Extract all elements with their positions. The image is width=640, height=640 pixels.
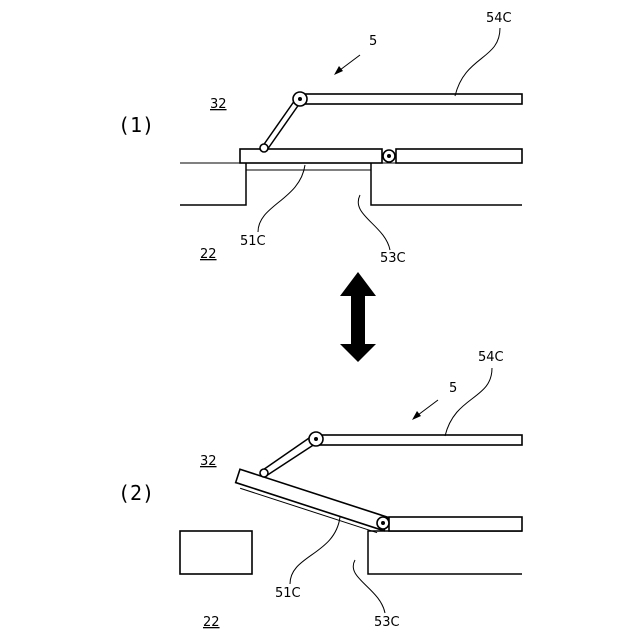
link-lower-joint bbox=[260, 144, 268, 152]
reference-arrow-head bbox=[412, 411, 421, 420]
label-arm: 54C bbox=[486, 11, 512, 26]
label-upper-region: 32 bbox=[200, 454, 217, 469]
label-plate: 51C bbox=[275, 586, 301, 601]
link-bar-a bbox=[260, 100, 295, 150]
plate-51c bbox=[236, 469, 389, 531]
label-base: 53C bbox=[380, 251, 406, 266]
right-ground-block bbox=[371, 163, 522, 205]
arm-54c bbox=[316, 435, 522, 445]
transition-double-arrow bbox=[340, 272, 376, 362]
label-upper-region: 32 bbox=[210, 97, 227, 112]
hinge-pivot-center bbox=[387, 154, 391, 158]
fixed-panel bbox=[396, 149, 522, 163]
arm-54c bbox=[300, 94, 522, 104]
leader-base bbox=[353, 560, 385, 613]
left-ground-block bbox=[180, 163, 246, 205]
link-bar-b bbox=[267, 100, 302, 150]
leader-arm bbox=[455, 28, 500, 96]
arm-pivot-center bbox=[298, 97, 302, 101]
reference-arrow-head bbox=[334, 66, 343, 75]
label-plate: 51C bbox=[240, 234, 266, 249]
link-bar-a bbox=[260, 436, 312, 472]
arm-pivot-center bbox=[314, 437, 318, 441]
label-lower-region: 22 bbox=[203, 615, 220, 630]
right-ground-block bbox=[368, 531, 522, 574]
label-arrow-ref: 5 bbox=[369, 34, 377, 49]
hinge-pivot-center bbox=[381, 521, 385, 525]
panel-number: (2) bbox=[118, 481, 154, 505]
leader-arm bbox=[445, 368, 492, 436]
panel-2: (2) 5 54C 32 22 51C 53C bbox=[118, 350, 522, 630]
label-lower-region: 22 bbox=[200, 247, 217, 262]
link-bar-b bbox=[266, 442, 318, 476]
leader-plate bbox=[258, 165, 305, 232]
plate-51c-group bbox=[234, 469, 388, 534]
fixed-panel bbox=[389, 517, 522, 531]
panel-number: (1) bbox=[118, 113, 154, 137]
link-lower-joint bbox=[260, 469, 268, 477]
left-ground-block bbox=[180, 531, 252, 574]
leader-plate bbox=[290, 517, 340, 584]
label-arrow-ref: 5 bbox=[449, 381, 457, 396]
leader-base bbox=[358, 195, 390, 250]
panel-1: (1) 5 54C 32 22 51C 53C bbox=[118, 11, 522, 266]
label-base: 53C bbox=[374, 615, 400, 630]
label-arm: 54C bbox=[478, 350, 504, 365]
